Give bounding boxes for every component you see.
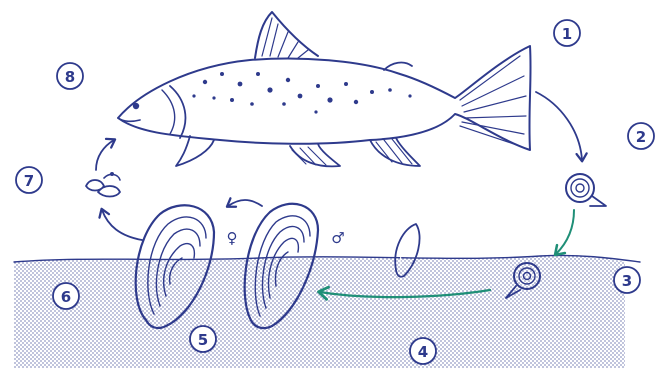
glochidium-larva-icon bbox=[566, 174, 606, 206]
stage-badge-1: 1 bbox=[554, 20, 580, 46]
released-larvae-icon bbox=[86, 172, 120, 197]
arrow-larva-to-bed bbox=[556, 210, 574, 254]
stage-badge-6: 6 bbox=[53, 283, 79, 309]
trout-fish-icon bbox=[118, 12, 531, 166]
stage-badge-7: 7 bbox=[16, 167, 42, 193]
riverbed-sediment bbox=[14, 255, 640, 368]
svg-text:2: 2 bbox=[636, 128, 646, 146]
arrow-fish-to-larva bbox=[536, 92, 582, 160]
stage-badge-5: 5 bbox=[190, 326, 216, 352]
stage-badge-3: 3 bbox=[614, 267, 640, 293]
stage-badge-4: 4 bbox=[410, 338, 436, 364]
svg-text:8: 8 bbox=[65, 68, 75, 86]
male-symbol: ♂ bbox=[331, 229, 344, 247]
stage-badge-8: 8 bbox=[57, 63, 83, 89]
svg-text:3: 3 bbox=[622, 272, 632, 290]
svg-text:7: 7 bbox=[24, 172, 34, 190]
svg-text:5: 5 bbox=[198, 331, 208, 349]
female-symbol: ♀ bbox=[227, 229, 238, 247]
svg-text:1: 1 bbox=[562, 25, 572, 43]
stage-badge-2: 2 bbox=[628, 123, 654, 149]
svg-text:6: 6 bbox=[61, 288, 71, 306]
arrow-male-to-female bbox=[228, 200, 262, 206]
arrow-larvae-to-fish bbox=[96, 140, 114, 170]
arrow-female-to-larvae bbox=[102, 210, 142, 240]
svg-text:4: 4 bbox=[418, 343, 428, 361]
